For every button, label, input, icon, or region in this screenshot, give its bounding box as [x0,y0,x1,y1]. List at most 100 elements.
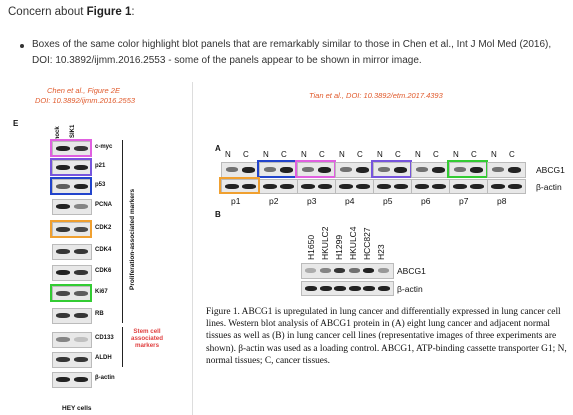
blot-band [302,167,314,172]
nc-header: N [491,150,497,159]
group2-bracket [122,327,123,367]
blot-band [305,268,316,273]
bullet-marker [20,44,24,48]
blot-band [453,184,467,189]
row-label: c-myc [95,144,113,150]
blot-band [301,184,315,189]
blot-band [394,184,408,189]
blot-band [74,377,88,382]
group2-label: Stem cell associated markers [131,328,163,349]
cell-line-label: H1650 [306,234,316,260]
nc-header: N [225,150,231,159]
row-label: RB [95,311,104,317]
blot-band [74,249,88,254]
blot-band [319,268,331,273]
blot-strip [52,265,92,281]
highlight-box [257,160,298,178]
blot-band [74,227,88,232]
blot-band [363,286,375,291]
blot-band [74,165,88,170]
blot-band [348,286,361,291]
abcg1-blot [221,162,260,178]
highlight-box [50,284,92,302]
blot-band [56,357,70,362]
panel-b-row-label: ABCG1 [397,266,426,276]
panel-a-row-label: β-actin [536,182,562,192]
left-panel-letter: E [13,119,19,128]
blot-band [363,268,374,273]
blot-band [242,167,255,173]
abcg1-blot [411,162,450,178]
blot-band [56,270,70,275]
patient-label: p2 [269,196,279,206]
actin-blot [259,179,298,194]
blot-band [470,167,483,173]
blot-band [226,167,238,172]
blot-band [491,184,505,189]
blot-band [242,184,256,189]
b-abcg1-blot [301,263,394,279]
row-label: Ki67 [95,289,108,295]
nc-header: C [319,150,325,159]
blot-strip [52,308,92,324]
highlight-box [50,177,92,195]
nc-header: C [471,150,477,159]
blot-band [225,184,239,189]
blot-band [432,184,446,189]
b-actin-blot [301,281,394,296]
highlight-box [50,139,92,157]
blot-band [56,227,70,232]
patient-label: p6 [421,196,431,206]
nc-header: N [301,150,307,159]
cell-line-label: H1299 [334,234,344,260]
cell-line-label: HKULC4 [348,226,358,260]
blot-band [74,313,88,318]
highlight-box [219,177,260,194]
blot-band [416,167,428,172]
blot-band [263,184,277,189]
patient-label: p4 [345,196,355,206]
blot-band [264,167,276,172]
blot-band [56,313,70,318]
blot-strip [52,352,92,368]
blot-band [56,291,70,296]
row-label: CDK6 [95,268,112,274]
actin-blot [335,179,374,194]
blot-band [56,184,70,189]
patient-label: p8 [497,196,507,206]
row-label: CDK2 [95,225,112,231]
nc-header: C [509,150,515,159]
blot-band [74,270,88,275]
blot-band [377,268,389,273]
patient-label: p3 [307,196,317,206]
blot-band [508,184,522,189]
right-figure-panel: Tian et al., DOI: 10.3892/etm.2017.4393 … [192,82,573,415]
blot-band [74,204,88,209]
left-source-line1: Chen et al., Figure 2E [47,86,120,95]
blot-strip [52,332,92,348]
blot-strip [52,222,92,238]
blot-band [74,184,88,189]
group1-bracket [122,140,123,323]
heading-suffix: : [131,6,135,18]
highlight-box [447,160,488,178]
abcg1-blot [487,162,526,178]
row-label: CDK4 [95,247,112,253]
blot-band [280,167,293,173]
row-label: p53 [95,182,106,188]
blot-band [56,165,70,170]
col-header-sik1: SIK1 [70,124,76,138]
actin-blot [373,179,412,194]
blot-band [356,184,370,189]
cell-line-label: HKULC2 [320,226,330,260]
heading-prefix: Concern about [8,6,87,18]
blot-band [318,167,331,173]
blot-strip [52,372,92,388]
row-label: p21 [95,163,106,169]
right-source: Tian et al., DOI: 10.3892/etm.2017.4393 [309,91,443,100]
nc-header: N [339,150,345,159]
blot-band [377,286,390,291]
blot-band [415,184,429,189]
blot-band [432,167,445,173]
blot-strip [52,244,92,260]
